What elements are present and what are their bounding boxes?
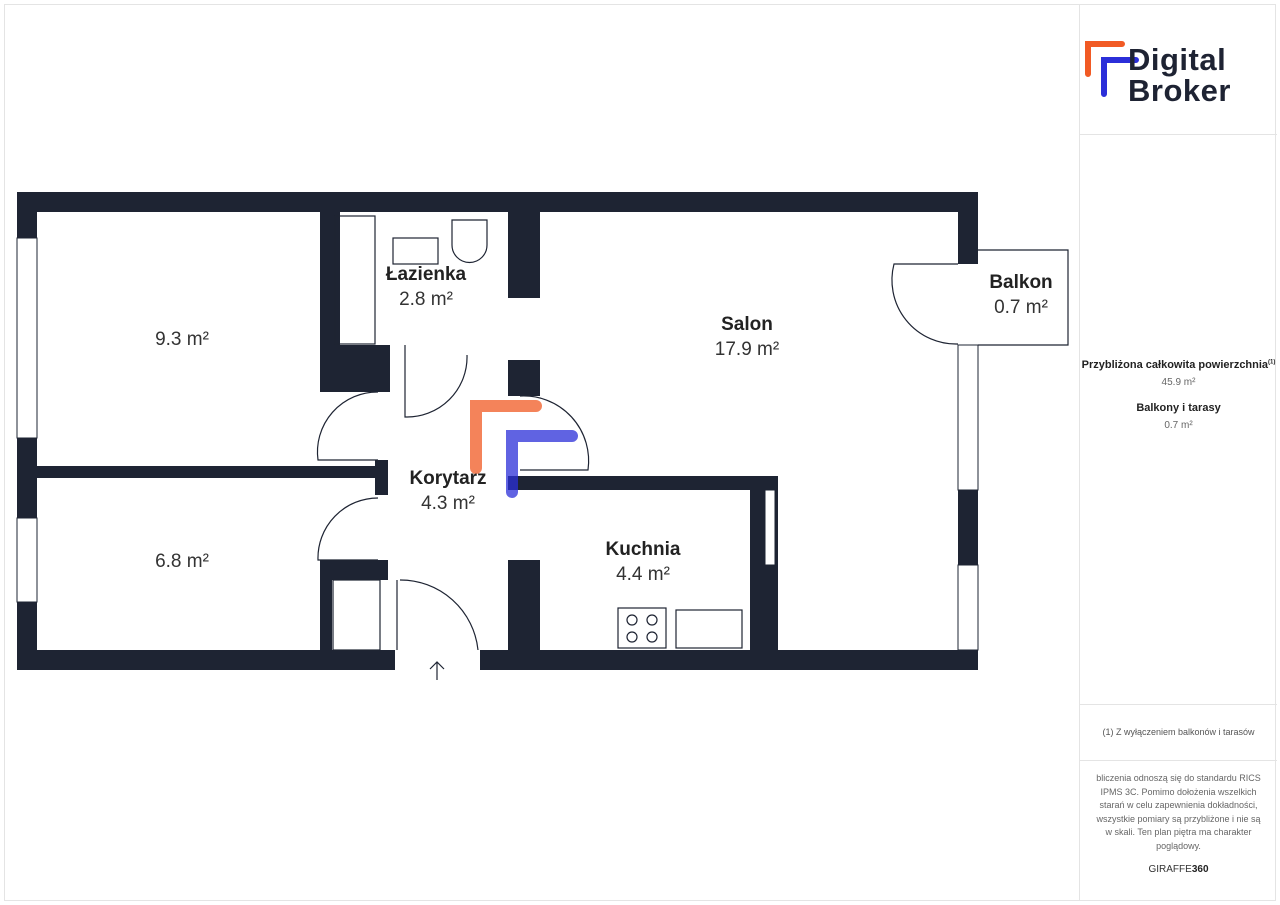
page-frame	[4, 4, 1276, 901]
balcony-outline	[978, 249, 1069, 346]
balcony-door	[891, 263, 959, 345]
room-area: 4.4 m²	[616, 564, 670, 585]
area-summary: Przybliżona całkowita powierzchnia(1) 45…	[1080, 359, 1277, 445]
kitchen-sink	[675, 609, 743, 649]
sink	[392, 237, 439, 265]
floor-plan	[16, 192, 1069, 680]
room-lazienka: Łazienka 2.8 m²	[386, 264, 466, 311]
disclaimer: bliczenia odnoszą się do standardu RICS …	[1096, 773, 1261, 851]
footnote: (1) Z wyłączeniem balkonów i tarasów	[1080, 704, 1277, 761]
room-area: 4.3 m²	[421, 493, 475, 514]
windows	[16, 237, 979, 651]
bathtub	[334, 215, 376, 345]
walls	[17, 192, 978, 670]
room1-door	[316, 391, 379, 461]
room-bedroom-1: 9.3 m²	[155, 326, 209, 351]
giraffe360-brand: GIRAFFE360	[1096, 863, 1261, 877]
disclaimer-section: bliczenia odnoszą się do standardu RICS …	[1080, 772, 1277, 877]
room-balkon: Balkon 0.7 m²	[989, 272, 1052, 319]
room-area: 6.8 m²	[155, 551, 209, 572]
fixtures	[316, 215, 1069, 680]
room2-door	[317, 497, 379, 561]
room-name: Korytarz	[409, 468, 487, 489]
room-name: Kuchnia	[605, 539, 681, 560]
salon-door	[519, 395, 590, 471]
watermark-logo	[470, 400, 578, 498]
room-name: Balkon	[989, 272, 1053, 293]
room-korytarz: Korytarz 4.3 m²	[409, 468, 486, 515]
room-area: 17.9 m²	[714, 339, 780, 360]
room-name: Salon	[721, 314, 773, 335]
total-area-label: Przybliżona całkowita powierzchnia	[1081, 359, 1269, 371]
room-bedroom-2: 6.8 m²	[155, 548, 209, 573]
room-name: Łazienka	[385, 264, 467, 285]
room-kuchnia: Kuchnia 4.4 m²	[606, 539, 681, 586]
entrance-arrow-icon	[429, 661, 445, 680]
entrance-door	[396, 579, 479, 651]
toilet	[451, 219, 488, 264]
bathroom-door	[404, 345, 468, 418]
room-area: 2.8 m²	[399, 289, 453, 310]
total-area-value: 45.9 m²	[1161, 377, 1196, 388]
logo-mark-icon	[1085, 41, 1139, 97]
stove	[617, 607, 667, 649]
room-area: 0.7 m²	[994, 297, 1048, 318]
logo-line1: Digital	[1128, 42, 1227, 77]
logo-line2: Broker	[1128, 73, 1231, 108]
balcony-area-label: Balkony i tarasy	[1136, 402, 1221, 414]
brand-a: GIRAFFE	[1148, 864, 1192, 875]
brand-b: 360	[1191, 864, 1209, 875]
room-area: 9.3 m²	[155, 329, 209, 350]
balcony-area-value: 0.7 m²	[1164, 420, 1193, 431]
footnote-ref: (1)	[1268, 359, 1276, 366]
room-salon: Salon 17.9 m²	[715, 314, 779, 361]
